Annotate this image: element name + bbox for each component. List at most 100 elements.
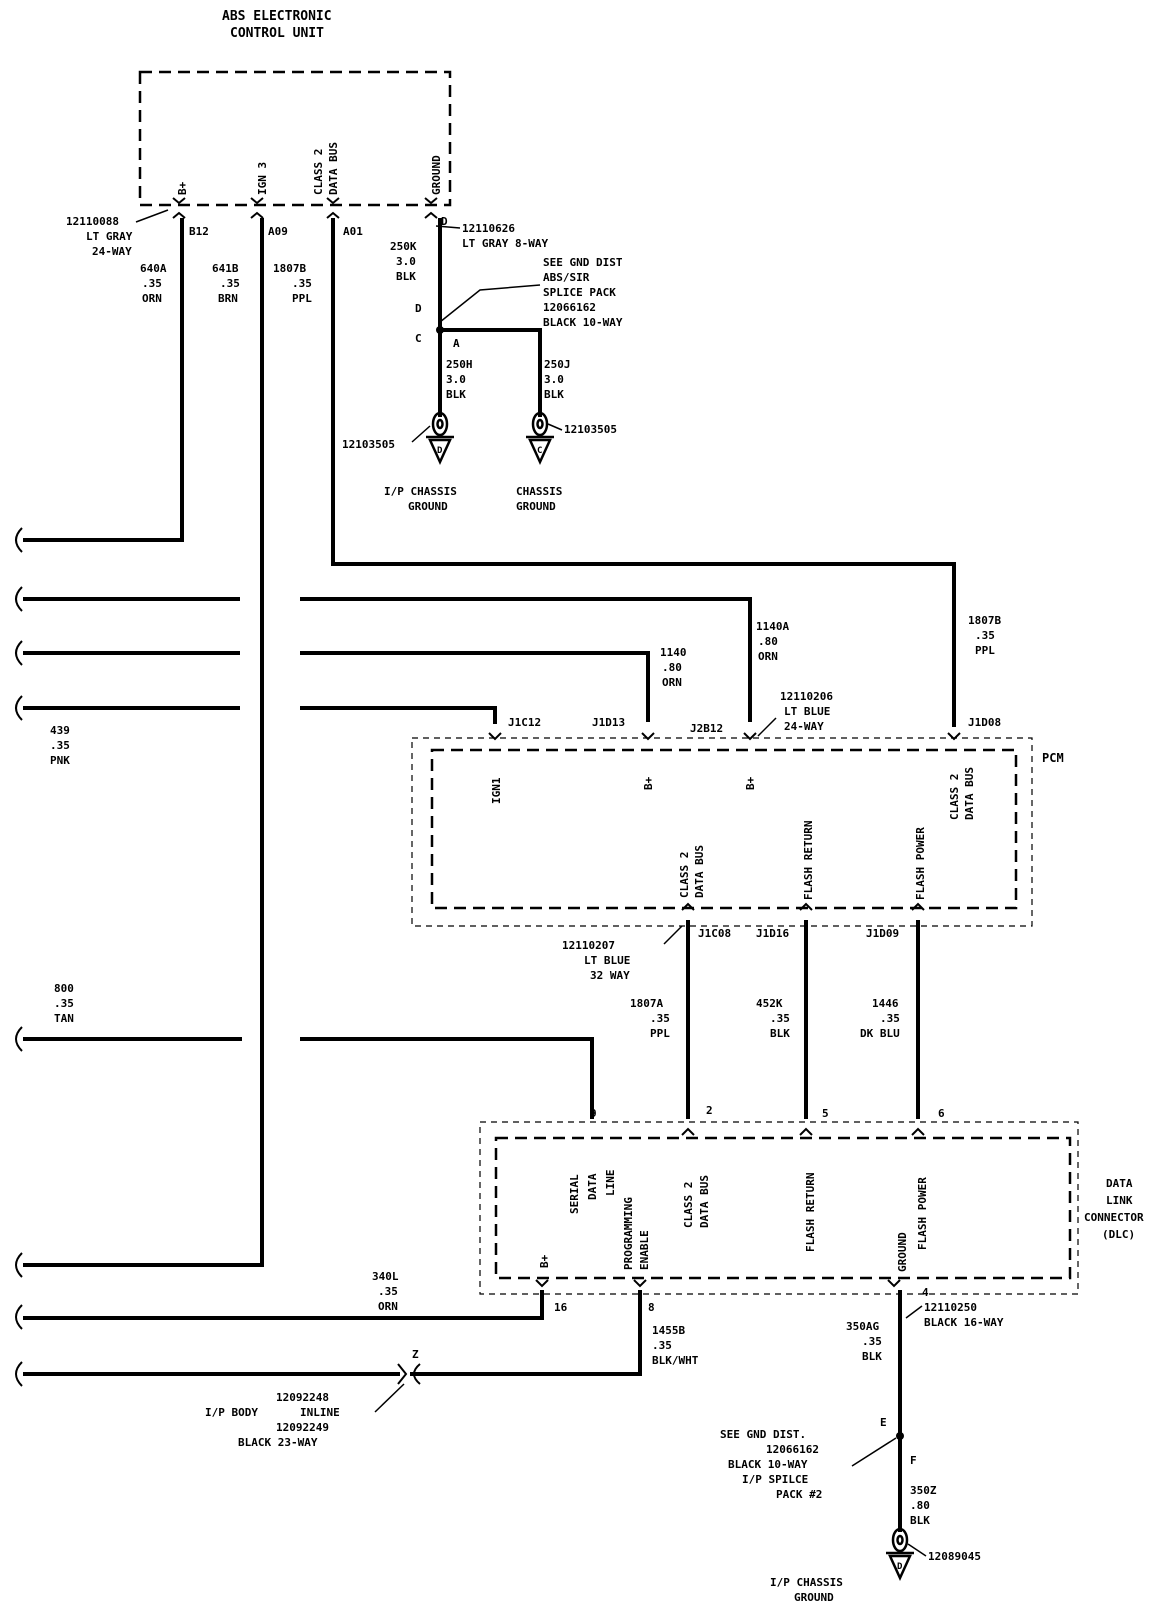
abs-cavity-d: D [441,215,448,228]
wire-640A [23,218,184,542]
pcm-cavity-j1d16: J1D16 [756,927,789,940]
splice-pack-line5: BLACK 10-WAY [543,316,623,329]
inline-leader [374,1383,405,1413]
dlc-cavity-4: 4 [922,1286,929,1299]
wire-800-color: TAN [54,1012,74,1025]
pcm-pin-databus-top: DATA BUS [963,767,976,820]
wire-250H-color: BLK [446,388,466,401]
splice-pack-line3: SPLICE PACK [543,286,616,299]
wire-340L-color: ORN [378,1300,398,1313]
splice2-pin-e: E [880,1416,887,1429]
wire-1455B-circuit: 1455B [652,1324,685,1337]
wire-1446-color: DK BLU [860,1027,900,1040]
dlc-pin-enable: ENABLE [638,1230,651,1270]
abs-pin-class2: CLASS 2 [312,149,325,195]
dlc-pin-chevrons [535,1127,925,1288]
ground-ip-chassis-bottom-part: 12089045 [928,1550,981,1563]
wire-1455B-color: BLK/WHT [652,1354,699,1367]
pcm-inner-box [430,748,1018,910]
abs-ecu-box [138,70,452,207]
abs-pin-bplus: B+ [176,181,189,195]
inline-cavity-z: Z [412,1348,419,1361]
abs-gnd-connector-part: 12110626 [462,222,515,235]
pcm-pin-databus-bottom: DATA BUS [693,845,706,898]
abs-cavity-a09: A09 [268,225,288,238]
dlc-inner-box [494,1136,1072,1280]
dlc-pin-programming: PROGRAMMING [622,1197,635,1270]
wire-439 [300,706,497,724]
splice-dot [436,326,444,334]
wire-641B-color: BRN [218,292,238,305]
inline-connector-symbol [397,1363,421,1385]
wire-1807B-right-gauge: .35 [975,629,995,642]
inline-part1: 12092248 [276,1391,329,1404]
dlc-pin-ground: GROUND [896,1232,909,1272]
wire-1140A-gauge: .80 [758,635,778,648]
wire-250J-circuit: 250J [544,358,571,371]
abs-pin-databus: DATA BUS [327,142,340,195]
wire-1446-circuit: 1446 [872,997,899,1010]
dlc-cavity-6: 6 [938,1107,945,1120]
wire-1807A-circuit: 1807A [630,997,663,1010]
wire-1140 [300,651,650,722]
wire-1807B [331,218,956,727]
wire-1455B-gauge: .35 [652,1339,672,1352]
splice2-line5: PACK #2 [776,1488,822,1501]
wire-350Z-color: BLK [910,1514,930,1527]
abs-connector-color: LT GRAY [86,230,133,243]
splice-pin-d: D [415,302,422,315]
wire-340L-gauge: .35 [378,1285,398,1298]
ground-ip-chassis-bottom-line1: I/P CHASSIS [770,1576,843,1589]
wire-350Z-gauge: .80 [910,1499,930,1512]
abs-gnd-connector-desc: LT GRAY 8-WAY [462,237,548,250]
dlc-pin-data: DATA [586,1173,599,1200]
splice2-line2: 12066162 [766,1443,819,1456]
wire-1455B [410,1290,642,1376]
inline-word: INLINE [300,1406,340,1419]
ground-chassis-symbol [526,411,554,466]
dlc-pin-line: LINE [604,1170,617,1197]
wire-439-gauge: .35 [50,739,70,752]
ground-chassis-letter: C [537,446,542,456]
splice2-line4: I/P SPILCE [742,1473,808,1486]
pcm-pin-ign1: IGN1 [490,777,503,804]
pcm-connector-part: 12110206 [780,690,833,703]
pcm-connector-leader [757,717,777,737]
inline-desc: BLACK 23-WAY [238,1436,318,1449]
ground-ip-chassis-part: 12103505 [342,438,395,451]
ground-ip-chassis-letter: D [437,446,443,456]
pcm-cavity-j2b12: J2B12 [690,722,723,735]
dlc-connector-leader [905,1305,923,1319]
wire-1807B-top-gauge: .35 [292,277,312,290]
wire-340L-circuit: 340L [372,1270,399,1283]
ground-chassis-leader [547,423,563,431]
splice2-dot [896,1432,904,1440]
wire-250J-color: BLK [544,388,564,401]
wire-1140A-color: ORN [758,650,778,663]
wire-250J-branch [438,328,542,417]
wire-1446-gauge: .35 [880,1012,900,1025]
ground-chassis-line2: GROUND [516,500,556,513]
wire-250K-circuit: 250K [390,240,417,253]
pcm-cavity-j1c12: J1C12 [508,716,541,729]
abs-title-line2: CONTROL UNIT [230,26,324,41]
dlc-pin-bplus: B+ [538,1254,551,1268]
splice2-pin-f: F [910,1454,917,1467]
ground-ip-chassis-bottom-letter: D [897,1562,903,1572]
abs-pin-ground: GROUND [430,155,443,195]
ground-ip-chassis-bottom-line2: GROUND [794,1591,834,1604]
pcm-bottom-connector-color: LT BLUE [584,954,630,967]
wire-1140A [300,597,752,722]
dlc-title-line3: CONNECTOR [1084,1211,1144,1224]
wire-1807B-right-circuit: 1807B [968,614,1001,627]
wire-1807B-right-color: PPL [975,644,995,657]
wire-1807A-gauge: .35 [650,1012,670,1025]
ground-ip-chassis-line1: I/P CHASSIS [384,485,457,498]
pcm-cavity-j1d09: J1D09 [866,927,899,940]
abs-connector-type: 24-WAY [92,245,132,258]
pcm-title: PCM [1042,751,1064,765]
wire-250H-gauge: 3.0 [446,373,466,386]
dlc-title-line4: (DLC) [1102,1228,1135,1241]
wire-1140-gauge: .80 [662,661,682,674]
